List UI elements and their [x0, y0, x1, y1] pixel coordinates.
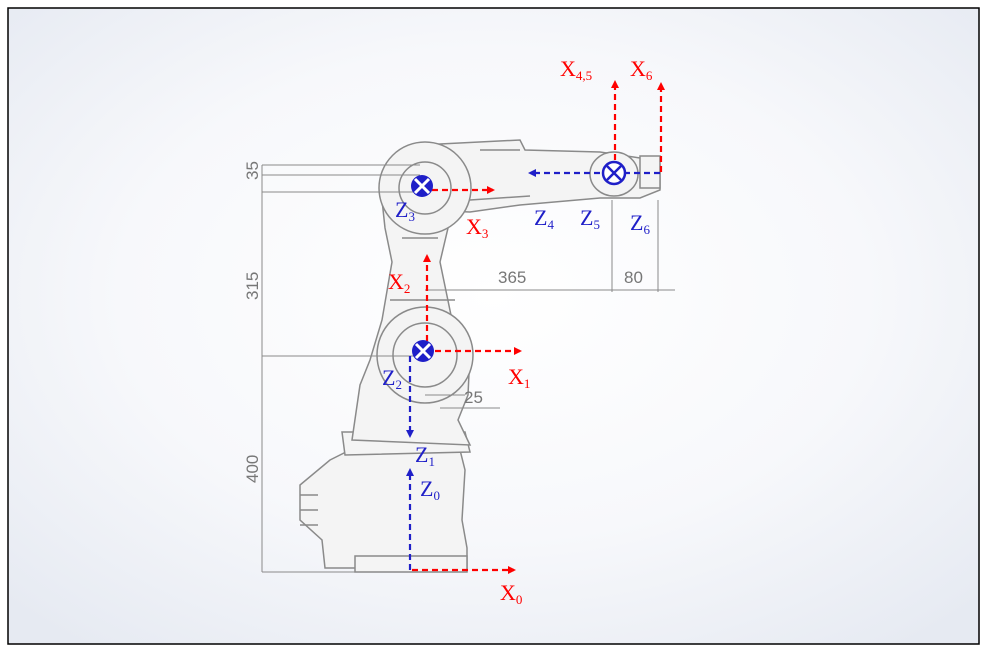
joint-5-marker	[601, 160, 627, 186]
label-z4: Z4	[534, 205, 554, 232]
joint-3-marker	[411, 175, 433, 197]
label-z6: Z6	[630, 210, 650, 237]
x-axes	[412, 80, 665, 574]
joint-markers	[411, 160, 627, 362]
dimension-label-35: 35	[243, 161, 262, 180]
dimension-label-80: 80	[624, 268, 643, 287]
label-z5: Z5	[580, 205, 600, 232]
dimension-label-400: 400	[243, 455, 262, 483]
dimension-lines	[261, 164, 675, 573]
label-x0: X0	[500, 580, 522, 607]
robot-base	[299, 449, 468, 569]
dimension-label-25: 25	[464, 388, 483, 407]
frame-labels: X0 X1 X2 X3 X4,5 X6 Z0 Z1 Z2 Z3 Z4 Z5 Z6	[382, 56, 653, 607]
joint-2-marker	[412, 340, 434, 362]
dimension-label-365: 365	[498, 268, 526, 287]
diagram-border	[7, 7, 980, 645]
label-x6: X6	[630, 56, 653, 83]
label-x1: X1	[508, 364, 530, 391]
label-z0: Z0	[420, 476, 440, 503]
label-x2: X2	[388, 269, 410, 296]
dimension-label-315: 315	[243, 272, 262, 300]
label-x45: X4,5	[560, 56, 592, 83]
z-axes	[406, 169, 660, 570]
label-z2: Z2	[382, 365, 402, 392]
label-x3: X3	[466, 214, 488, 241]
label-z1: Z1	[415, 442, 435, 469]
label-z3: Z3	[395, 197, 415, 224]
